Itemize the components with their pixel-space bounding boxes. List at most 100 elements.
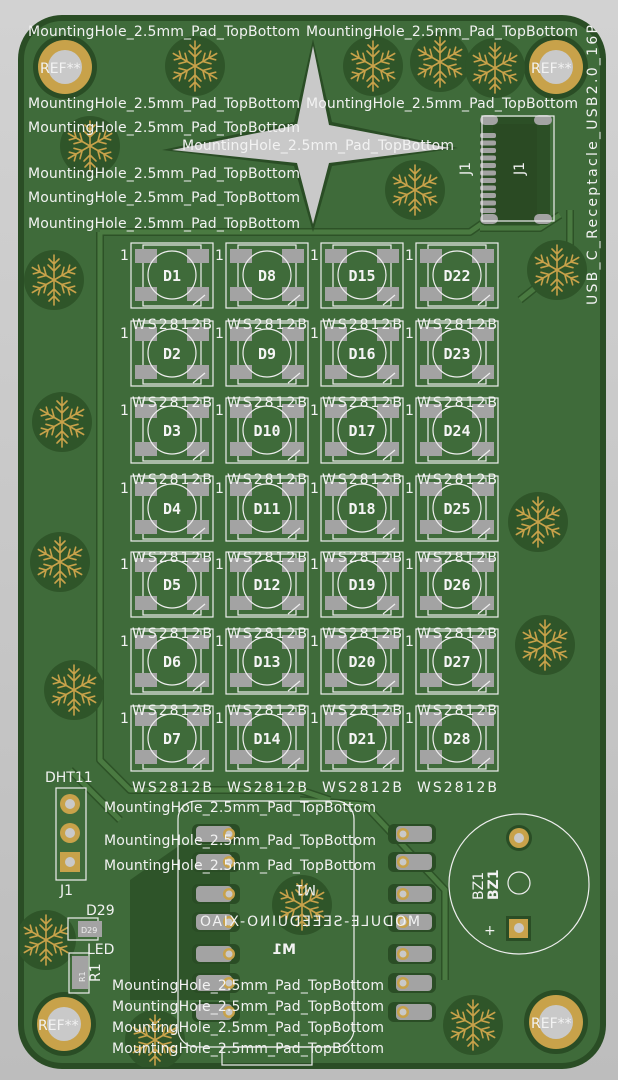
led-pad <box>420 558 442 572</box>
led-pad <box>472 635 494 649</box>
led-pad <box>472 287 494 301</box>
buzzer <box>448 813 590 955</box>
module-pad <box>196 1004 232 1020</box>
led-ref: D10 <box>253 422 280 440</box>
usb-pin <box>480 178 496 183</box>
pin1-marker: 1 <box>405 326 414 342</box>
led-ref: D13 <box>253 653 280 671</box>
led-pad <box>230 750 252 764</box>
footprint-label: MountingHole_2.5mm_Pad_TopBottom <box>28 166 300 182</box>
module-pad <box>196 975 232 991</box>
footprint-label: MountingHole_2.5mm_Pad_TopBottom <box>28 216 300 232</box>
pin1-marker: 1 <box>215 711 224 727</box>
led-ref: D20 <box>348 653 375 671</box>
silkscreen-labels: MountingHole_2.5mm_Pad_TopBottom Mountin… <box>28 24 578 1057</box>
led-pad <box>187 287 209 301</box>
led-pad <box>472 596 494 610</box>
led-pad <box>230 404 252 418</box>
led-pad <box>325 365 347 379</box>
led-ref: D23 <box>443 345 470 363</box>
pin1-marker: 1 <box>405 711 414 727</box>
led-pad <box>325 558 347 572</box>
led-ref: D2 <box>163 345 181 363</box>
usb-pin <box>480 200 496 206</box>
led-value: WS2812B <box>322 703 402 719</box>
usb-pin <box>480 155 496 161</box>
led-value: WS2812B <box>227 395 307 411</box>
led-ref: D4 <box>163 500 181 518</box>
snowflake-icon <box>508 492 568 552</box>
led-pad <box>377 558 399 572</box>
led-d26 <box>415 551 499 618</box>
led-value: WS2812B <box>417 317 497 333</box>
led-value: WS2812B <box>227 703 307 719</box>
usb-pin <box>480 133 496 138</box>
usb-pin <box>480 163 496 168</box>
snowflake-icon <box>515 615 575 675</box>
pin1-marker: 1 <box>120 248 129 264</box>
led-ref: D9 <box>258 345 276 363</box>
led-value: WS2812B <box>227 472 307 488</box>
led-pad <box>325 635 347 649</box>
led-d18 <box>320 475 404 542</box>
led-pad <box>282 712 304 726</box>
led-pad <box>472 520 494 534</box>
led-d11 <box>225 475 309 542</box>
buzzer-plus: + <box>484 923 496 939</box>
led-ref: D19 <box>348 576 375 594</box>
led-pad <box>230 249 252 263</box>
led-pad <box>230 365 252 379</box>
footprint-label: MountingHole_2.5mm_Pad_TopBottom <box>104 858 376 874</box>
led-pad <box>230 673 252 687</box>
pin1-marker: 1 <box>215 248 224 264</box>
led-value: WS2812B <box>417 703 497 719</box>
snowflake-icon <box>32 392 92 452</box>
led-pad <box>135 327 157 341</box>
pin1-marker: 1 <box>215 634 224 650</box>
usb-pin <box>480 208 496 213</box>
footprint-label: MountingHole_2.5mm_Pad_TopBottom <box>306 96 578 112</box>
led-pad <box>282 404 304 418</box>
led-pad <box>282 365 304 379</box>
led-d19 <box>320 551 404 618</box>
led-value: WS2812B <box>132 317 212 333</box>
led-pad <box>135 287 157 301</box>
led-pad <box>377 596 399 610</box>
led-d2 <box>130 320 214 387</box>
led-pad <box>472 712 494 726</box>
led-pad <box>230 442 252 456</box>
led-ref: D12 <box>253 576 280 594</box>
led-pad <box>377 249 399 263</box>
buzzer-fab-ref: BZ1 <box>471 872 487 900</box>
module-pad <box>196 854 232 870</box>
led-pad <box>420 520 442 534</box>
pin1-marker: 1 <box>310 711 319 727</box>
led-ref: D3 <box>163 422 181 440</box>
dht11-header <box>55 787 87 881</box>
led-ref: D6 <box>163 653 181 671</box>
led-grid <box>130 242 499 772</box>
mounting-hole-bottom-left <box>32 992 96 1056</box>
board <box>24 21 600 1063</box>
led-pad <box>187 482 209 496</box>
mounting-hole-ref: REF** <box>531 61 572 77</box>
usb-ref: J1 <box>458 162 474 176</box>
led-pad <box>282 558 304 572</box>
led-pad <box>282 596 304 610</box>
led-value: WS2812B <box>132 626 212 642</box>
led-value: WS2812B <box>227 550 307 566</box>
led-d3 <box>130 397 214 464</box>
led-pad <box>325 442 347 456</box>
led-d23 <box>415 320 499 387</box>
led-value: WS2812B <box>227 317 307 333</box>
usb-pin <box>480 185 496 191</box>
led-ref: D24 <box>443 422 470 440</box>
resistor-ref: R1 <box>88 963 104 982</box>
